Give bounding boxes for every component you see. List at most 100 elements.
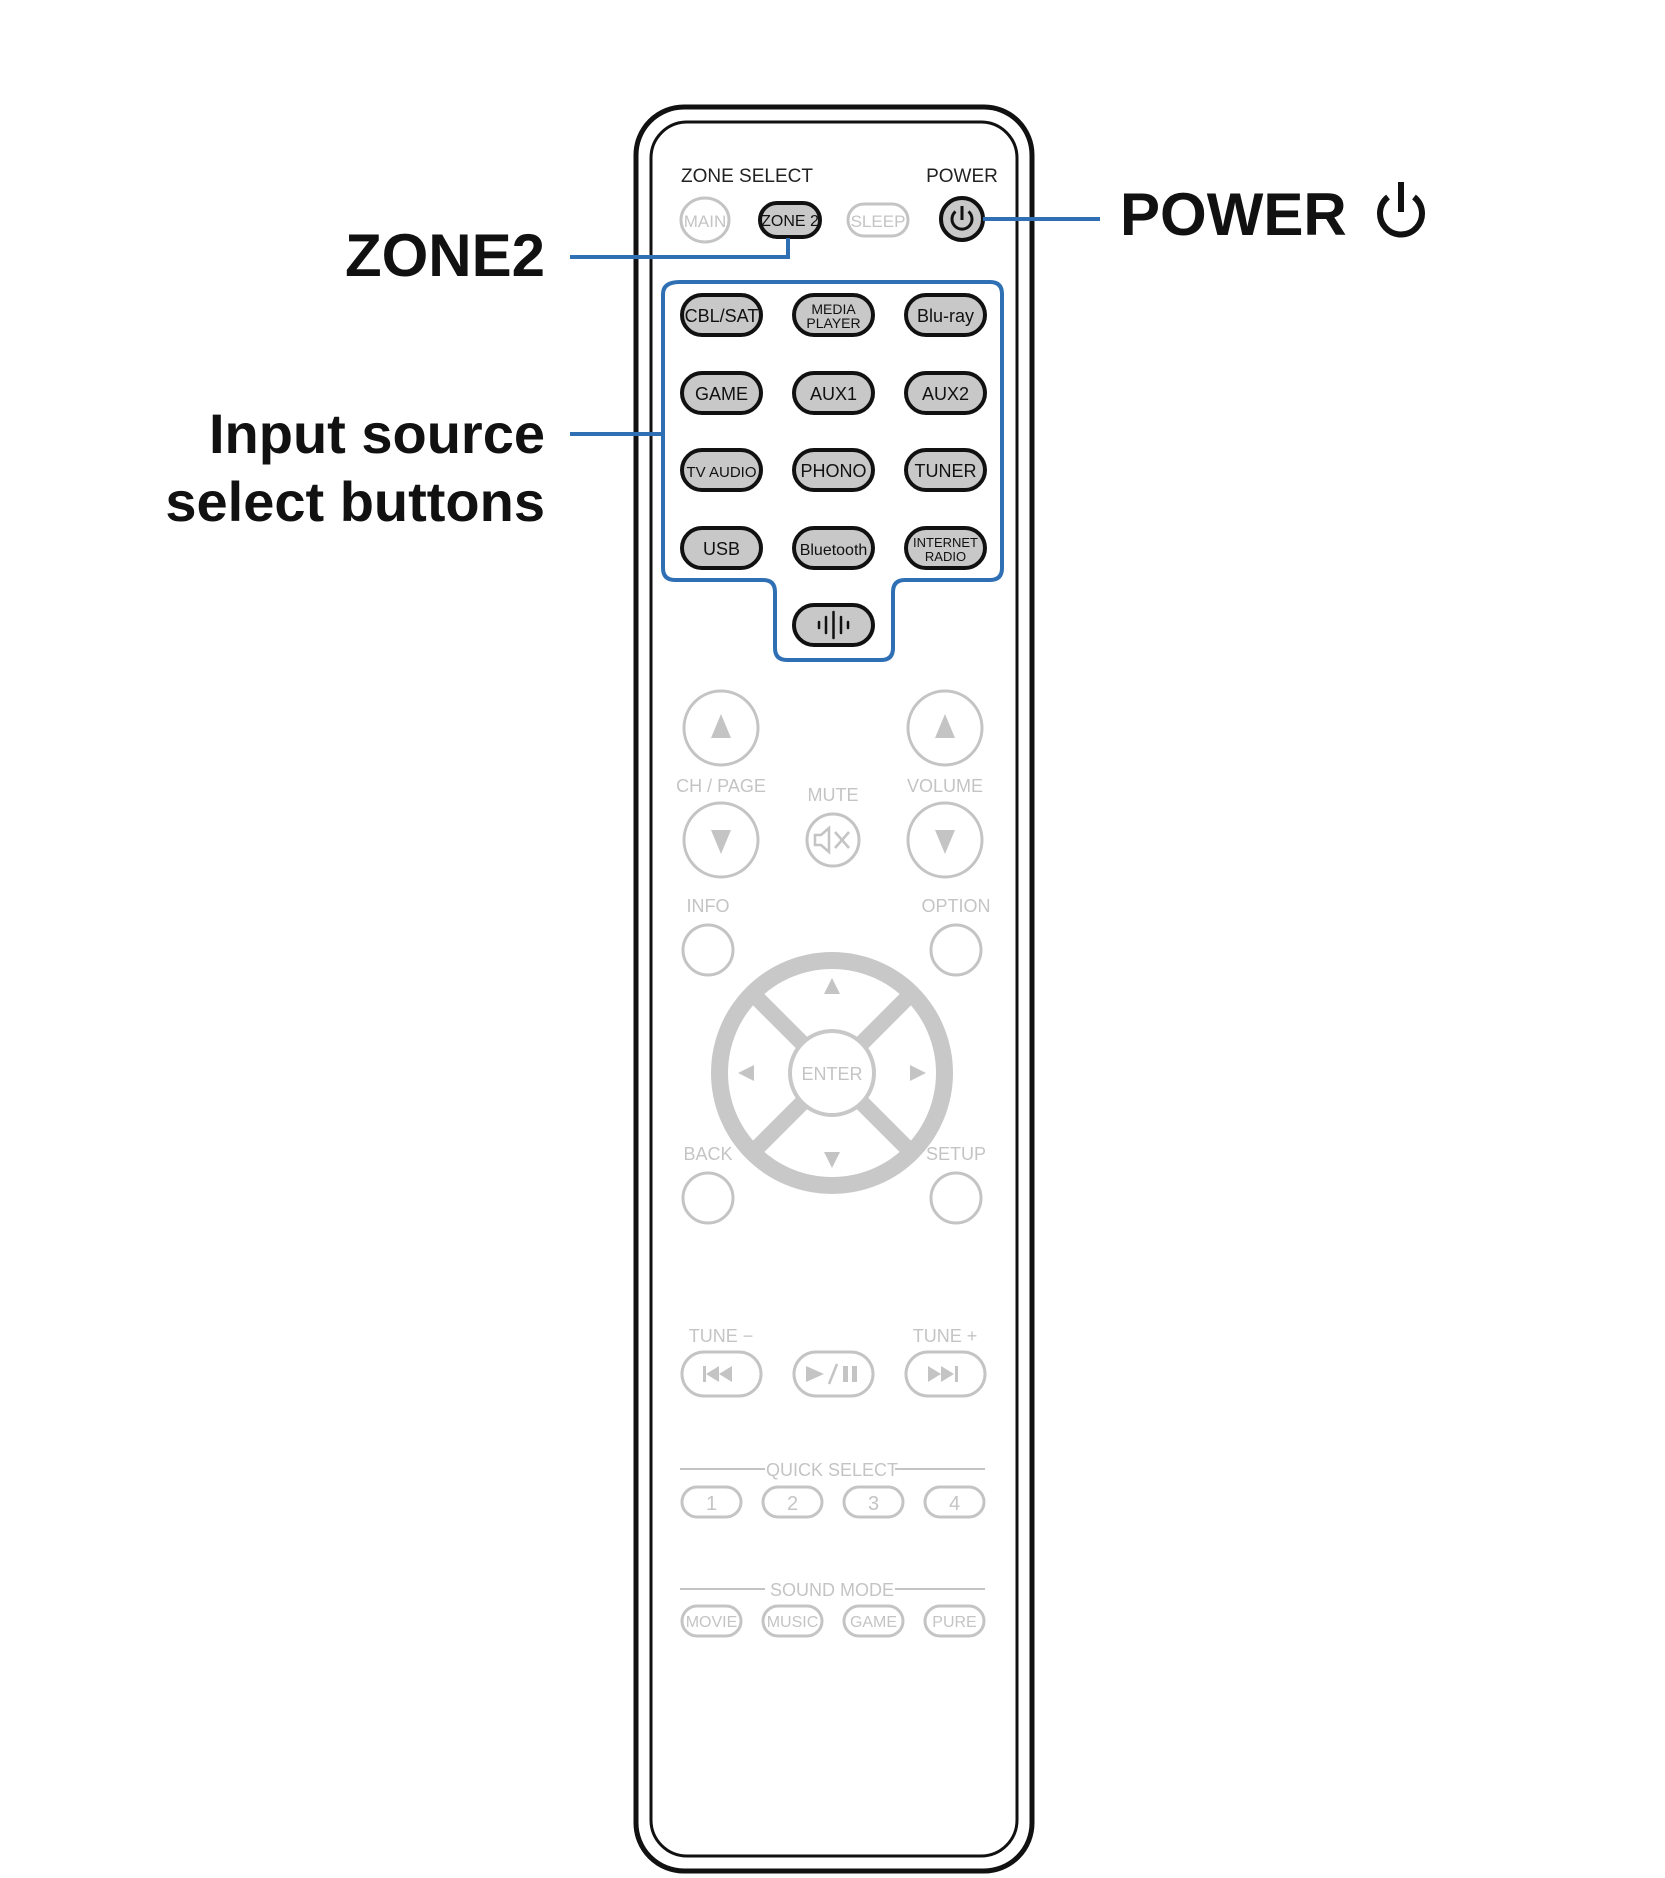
power-button[interactable] xyxy=(939,196,985,242)
dpad-up-button[interactable] xyxy=(824,978,840,994)
arrow-left-icon xyxy=(738,1065,754,1081)
mute-label: MUTE xyxy=(808,785,859,805)
previous-button[interactable] xyxy=(680,1350,763,1398)
media-player-label-2: PLAYER xyxy=(806,315,860,331)
quick-select-1-label: 1 xyxy=(706,1493,717,1515)
dpad-down-button[interactable] xyxy=(824,1152,840,1168)
tv-audio-label: TV AUDIO xyxy=(686,464,756,481)
internet-radio-label-2: RADIO xyxy=(925,549,966,564)
zone2-button[interactable]: ZONE 2 xyxy=(758,201,822,239)
setup-label: SETUP xyxy=(926,1144,986,1164)
tune-plus-label: TUNE + xyxy=(913,1326,978,1346)
main-button[interactable]: MAIN xyxy=(679,196,731,244)
movie-button[interactable]: MOVIE xyxy=(680,1604,743,1638)
tv-audio-button[interactable]: TV AUDIO xyxy=(680,448,763,492)
aux1-button[interactable]: AUX1 xyxy=(792,371,875,415)
bluetooth-label: Bluetooth xyxy=(800,542,868,559)
input-callout-line1: Input source xyxy=(209,402,545,465)
ch-page-down-button[interactable] xyxy=(682,801,760,879)
heos-icon xyxy=(817,610,850,640)
music-button[interactable]: MUSIC xyxy=(761,1604,824,1638)
power-callout: POWER xyxy=(1120,181,1347,248)
back-button[interactable] xyxy=(681,1171,735,1225)
tune-minus-label: TUNE − xyxy=(689,1326,754,1346)
power-icon xyxy=(950,206,974,231)
media-player-button[interactable]: MEDIA PLAYER xyxy=(792,293,875,337)
info-button[interactable] xyxy=(681,923,735,977)
cbl-sat-label: CBL/SAT xyxy=(685,306,759,326)
arrow-down-icon xyxy=(711,830,731,854)
bluetooth-button[interactable]: Bluetooth xyxy=(792,526,875,570)
phono-button[interactable]: PHONO xyxy=(792,448,875,492)
quick-select-1-button[interactable]: 1 xyxy=(680,1485,743,1519)
volume-down-button[interactable] xyxy=(906,801,984,879)
option-button[interactable] xyxy=(929,923,983,977)
play-pause-button[interactable] xyxy=(792,1350,875,1398)
media-player-label-1: MEDIA xyxy=(811,301,856,317)
power-callout-icon xyxy=(1377,182,1425,238)
enter-label: ENTER xyxy=(801,1064,862,1084)
volume-label: VOLUME xyxy=(907,776,983,796)
usb-label: USB xyxy=(703,539,740,559)
quick-select-4-button[interactable]: 4 xyxy=(923,1485,986,1519)
ch-page-label: CH / PAGE xyxy=(676,776,766,796)
phono-label: PHONO xyxy=(800,461,866,481)
main-button-label: MAIN xyxy=(684,212,727,231)
arrow-down-icon xyxy=(824,1152,840,1168)
input-select-highlight xyxy=(661,280,1004,662)
music-label: MUSIC xyxy=(767,1614,819,1631)
game-button[interactable]: GAME xyxy=(680,371,763,415)
zone2-leader-line xyxy=(570,238,790,259)
arrow-up-icon xyxy=(935,714,955,738)
skip-forward-icon xyxy=(928,1366,958,1382)
quick-select-3-button[interactable]: 3 xyxy=(842,1485,905,1519)
movie-label: MOVIE xyxy=(686,1614,738,1631)
game-mode-label: GAME xyxy=(850,1614,897,1631)
bluray-label: Blu-ray xyxy=(917,306,974,326)
option-label: OPTION xyxy=(921,896,990,916)
heos-button[interactable] xyxy=(792,603,875,647)
tuner-button[interactable]: TUNER xyxy=(904,448,987,492)
cbl-sat-button[interactable]: CBL/SAT xyxy=(680,293,763,337)
info-label: INFO xyxy=(687,896,730,916)
arrow-up-icon xyxy=(824,978,840,994)
aux2-label: AUX2 xyxy=(922,384,969,404)
quick-select-label: QUICK SELECT xyxy=(766,1460,898,1480)
pure-button[interactable]: PURE xyxy=(923,1604,986,1638)
mute-icon xyxy=(813,825,850,855)
internet-radio-label-1: INTERNET xyxy=(913,535,978,550)
sleep-button-label: SLEEP xyxy=(851,212,906,231)
sound-mode-label: SOUND MODE xyxy=(770,1580,894,1600)
volume-up-button[interactable] xyxy=(906,689,984,767)
arrow-right-icon xyxy=(910,1065,926,1081)
game-mode-button[interactable]: GAME xyxy=(842,1604,905,1638)
ch-page-up-button[interactable] xyxy=(682,689,760,767)
tuner-label: TUNER xyxy=(915,461,977,481)
usb-button[interactable]: USB xyxy=(680,526,763,570)
zone2-button-label: ZONE 2 xyxy=(761,213,819,230)
arrow-down-icon xyxy=(935,830,955,854)
aux2-button[interactable]: AUX2 xyxy=(904,371,987,415)
input-callout-line2: select buttons xyxy=(165,470,545,533)
skip-back-icon xyxy=(703,1366,732,1382)
quick-select-4-label: 4 xyxy=(949,1493,960,1515)
bluray-button[interactable]: Blu-ray xyxy=(904,293,987,337)
quick-select-2-label: 2 xyxy=(787,1493,798,1515)
quick-select-2-button[interactable]: 2 xyxy=(761,1485,824,1519)
back-label: BACK xyxy=(683,1144,732,1164)
zone-select-label: ZONE SELECT xyxy=(681,166,813,187)
sleep-button[interactable]: SLEEP xyxy=(846,202,910,238)
internet-radio-button[interactable]: INTERNET RADIO xyxy=(904,526,987,570)
game-label: GAME xyxy=(695,384,748,404)
aux1-label: AUX1 xyxy=(810,384,857,404)
dpad-right-button[interactable] xyxy=(910,1065,926,1081)
zone2-callout: ZONE2 xyxy=(345,222,545,289)
power-label: POWER xyxy=(926,166,998,187)
dpad-left-button[interactable] xyxy=(738,1065,754,1081)
next-button[interactable] xyxy=(904,1350,987,1398)
pure-label: PURE xyxy=(932,1614,976,1631)
mute-button[interactable] xyxy=(805,812,861,868)
play-pause-icon xyxy=(806,1363,857,1385)
setup-button[interactable] xyxy=(929,1171,983,1225)
enter-button[interactable]: ENTER xyxy=(792,1033,872,1113)
